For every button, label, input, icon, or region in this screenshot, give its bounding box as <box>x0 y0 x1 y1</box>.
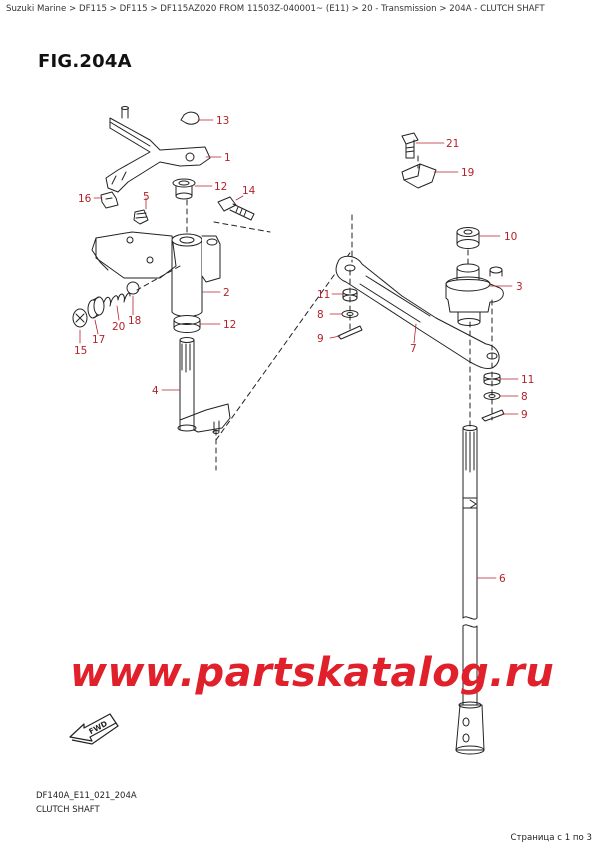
figure-code: DF140A_E11_021_204A <box>36 791 137 801</box>
callout-18[interactable]: 18 <box>128 315 141 327</box>
figure-title: FIG.204A <box>38 51 132 72</box>
part-20-spring <box>103 292 131 307</box>
pagination: Страница с 1 по 3 <box>510 833 592 843</box>
part-14-bolt <box>217 196 255 221</box>
breadcrumb-separator: > <box>439 4 447 14</box>
callout-17[interactable]: 17 <box>92 334 105 346</box>
part-21-bolt <box>401 132 419 159</box>
callout-19[interactable]: 19 <box>461 167 474 179</box>
leader-lines <box>79 119 519 579</box>
part-19-clamp <box>401 163 437 189</box>
part-10-plug <box>456 227 480 249</box>
callout-12-lower[interactable]: 12 <box>223 319 236 331</box>
part-6-clutch-shaft <box>455 425 485 755</box>
callout-11-upper[interactable]: 11 <box>317 289 330 301</box>
assembly-lines-right <box>349 155 493 429</box>
breadcrumb-link-serial[interactable]: DF115AZ020 FROM 11503Z-040001~ (E11) <box>160 4 349 14</box>
part-5-fitting <box>133 209 149 225</box>
part-12-bushing-lower <box>173 315 201 333</box>
part-1-shift-bracket <box>105 106 211 193</box>
part-12-bushing-upper <box>172 178 196 200</box>
callout-15[interactable]: 15 <box>74 345 87 357</box>
callout-2[interactable]: 2 <box>223 287 230 299</box>
breadcrumb-separator: > <box>150 4 158 14</box>
callout-8-lower[interactable]: 8 <box>521 391 528 403</box>
part-2-clutch-housing <box>91 231 221 317</box>
assembly-lines-left <box>136 199 353 471</box>
figure-caption: CLUTCH SHAFT <box>36 805 100 815</box>
part-15-plug <box>72 308 88 328</box>
callout-13[interactable]: 13 <box>216 115 229 127</box>
part-4-lower-shaft <box>177 337 231 434</box>
breadcrumb-link-df115[interactable]: DF115 <box>78 4 107 14</box>
callout-3[interactable]: 3 <box>516 281 523 293</box>
breadcrumb-separator: > <box>109 4 117 14</box>
callouts: 13 1 12 14 16 5 2 12 15 17 20 18 4 21 19… <box>74 115 534 585</box>
breadcrumb-separator: > <box>351 4 359 14</box>
callout-21[interactable]: 21 <box>446 138 459 150</box>
part-3-cam-housing <box>445 263 504 326</box>
callout-6[interactable]: 6 <box>499 573 506 585</box>
breadcrumb: Suzuki Marine > DF115 > DF115 > DF115AZ0… <box>6 4 545 14</box>
part-16-clip <box>100 191 119 209</box>
callout-5[interactable]: 5 <box>143 191 150 203</box>
callout-20[interactable]: 20 <box>112 321 125 333</box>
breadcrumb-link-suzuki-marine[interactable]: Suzuki Marine <box>6 4 67 14</box>
breadcrumb-link-df115-model[interactable]: DF115 <box>119 4 148 14</box>
callout-4[interactable]: 4 <box>152 385 159 397</box>
breadcrumb-separator: > <box>69 4 77 14</box>
callout-8-upper[interactable]: 8 <box>317 309 324 321</box>
part-17-washer <box>87 296 105 319</box>
part-13-clip <box>180 111 200 125</box>
part-9-cotter-pin-upper <box>337 325 363 340</box>
part-9-cotter-pin-lower <box>481 409 505 422</box>
breadcrumb-link-transmission[interactable]: 20 - Transmission <box>361 4 437 14</box>
fwd-label: FWD <box>87 719 109 736</box>
callout-16[interactable]: 16 <box>78 193 92 205</box>
callout-9-lower[interactable]: 9 <box>521 409 528 421</box>
breadcrumb-link-clutch-shaft[interactable]: 204A - CLUTCH SHAFT <box>449 4 545 14</box>
callout-11-lower[interactable]: 11 <box>521 374 534 386</box>
callout-9-upper[interactable]: 9 <box>317 333 324 345</box>
callout-10[interactable]: 10 <box>504 231 517 243</box>
callout-1[interactable]: 1 <box>224 152 231 164</box>
callout-12-upper[interactable]: 12 <box>214 181 227 193</box>
callout-7[interactable]: 7 <box>410 343 417 355</box>
watermark: www.partskatalog.ru <box>70 650 555 696</box>
fwd-arrow-icon: FWD <box>69 713 119 745</box>
part-18-ball <box>126 281 140 295</box>
callout-14[interactable]: 14 <box>242 185 256 197</box>
